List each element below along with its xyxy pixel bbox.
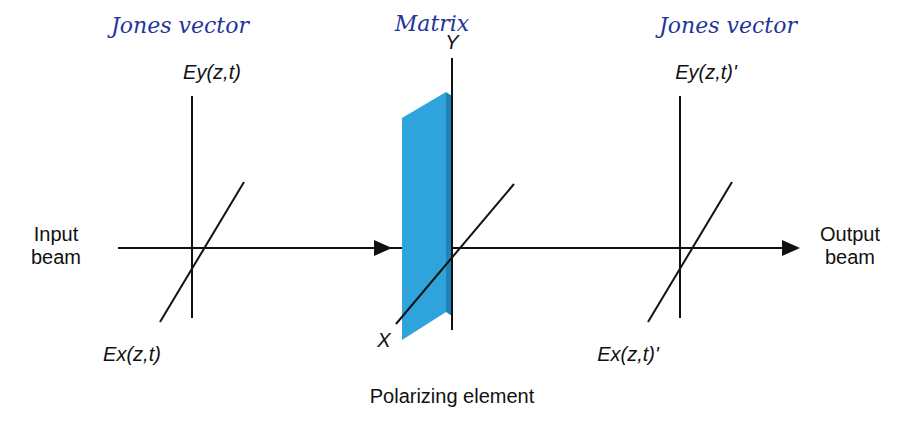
element-caption: Polarizing element bbox=[370, 385, 535, 408]
y-axis bbox=[679, 96, 681, 318]
handwritten-note: Jones vector bbox=[659, 13, 797, 38]
handwritten-note: Jones vector bbox=[111, 13, 249, 38]
field-component: Ex(z,t)' bbox=[597, 343, 659, 366]
beam-arrowhead bbox=[374, 240, 392, 256]
x-axis bbox=[648, 182, 732, 322]
y-axis bbox=[451, 58, 453, 330]
x-axis bbox=[160, 182, 244, 322]
y-axis bbox=[191, 96, 193, 318]
polarizer-plate bbox=[402, 92, 446, 340]
field-component: Ey(z,t) bbox=[183, 61, 241, 84]
axis-label: X bbox=[377, 329, 390, 352]
axis-label: Y bbox=[445, 31, 458, 54]
beam-arrowhead bbox=[782, 240, 800, 256]
x-axis bbox=[396, 184, 514, 324]
beam-label: Input beam bbox=[16, 223, 96, 269]
field-component: Ex(z,t) bbox=[103, 343, 161, 366]
field-component: Ey(z,t)' bbox=[675, 61, 737, 84]
beam-label: Output beam bbox=[810, 223, 890, 269]
